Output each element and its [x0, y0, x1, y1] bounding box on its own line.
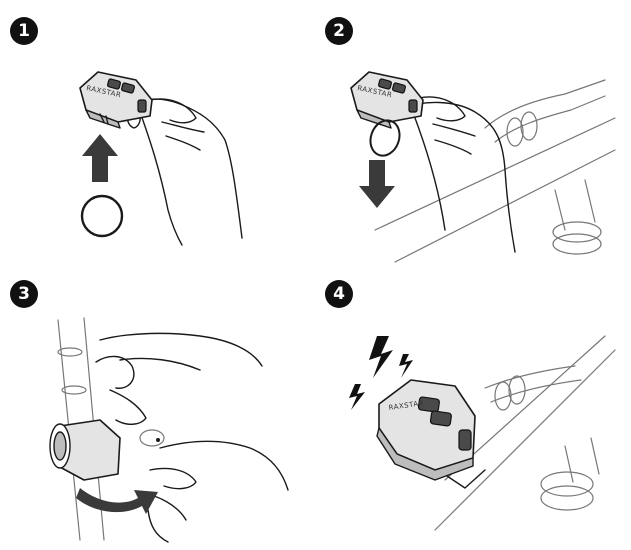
lightning-bolt-icon — [399, 354, 413, 378]
down-arrow-icon — [359, 160, 395, 208]
lightning-bolt-icon — [349, 384, 365, 410]
lightning-bolt-icon — [369, 336, 393, 378]
curved-rotate-arrow-icon — [76, 488, 158, 514]
step-2-panel: 2 RAXSTAR — [315, 0, 631, 270]
step-3-panel: 3 — [0, 270, 315, 550]
step-4-illustration: RAXSTAR — [349, 335, 616, 531]
step-3-badge: 3 — [10, 280, 38, 308]
step-4-badge: 4 — [325, 280, 353, 308]
step-2-badge: 2 — [325, 17, 353, 45]
up-arrow-icon — [82, 134, 118, 182]
step-1-panel: 1 RAXSTAR — [0, 0, 315, 270]
step-1-illustration: RAXSTAR — [79, 71, 243, 246]
step-4-panel: 4 RAXSTAR — [315, 270, 631, 550]
o-ring-icon — [369, 119, 401, 157]
step-3-illustration — [49, 317, 289, 543]
step-1-badge: 1 — [10, 17, 38, 45]
step-2-illustration: RAXSTAR — [350, 71, 616, 263]
o-ring-icon — [80, 194, 124, 238]
